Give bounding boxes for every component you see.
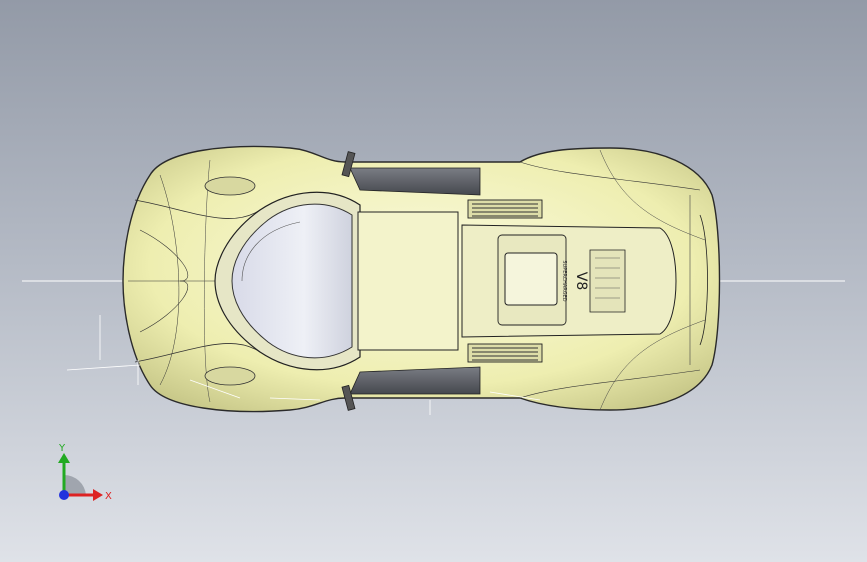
y-axis-arrow xyxy=(58,453,70,463)
engine-intake xyxy=(504,252,558,306)
triad-plane xyxy=(64,474,86,495)
side-vent-top xyxy=(467,199,543,219)
side-panel-top xyxy=(349,167,481,196)
engine-cover[interactable] xyxy=(461,224,677,338)
rear-grille xyxy=(699,214,708,346)
windshield-glass[interactable] xyxy=(231,203,353,359)
hood-line-6 xyxy=(159,174,180,386)
rear-louver-housing xyxy=(589,249,626,313)
hood-line-1 xyxy=(134,199,261,219)
roof-panel[interactable] xyxy=(357,211,459,351)
rear-diag-1 xyxy=(599,149,706,241)
front-intake-left xyxy=(204,176,256,196)
rear-louver-lines xyxy=(595,257,620,299)
sketch-lines xyxy=(66,315,541,415)
x-axis-label: X xyxy=(105,491,112,502)
x-axis-arrow xyxy=(93,489,103,501)
engine-badge: V8 xyxy=(573,272,589,290)
y-axis-label: Y xyxy=(58,443,66,454)
rear-haunch-bottom xyxy=(519,369,701,399)
z-axis-dot xyxy=(59,490,69,500)
hood-line-7 xyxy=(203,159,211,403)
orientation-triad[interactable]: Y X xyxy=(45,437,125,512)
hood-line-2 xyxy=(134,343,261,363)
rear-haunch-top xyxy=(519,161,701,191)
hood-line-3 xyxy=(139,229,189,282)
side-vent-bottom xyxy=(467,343,543,363)
hood-line-4 xyxy=(139,280,189,333)
front-intake-right xyxy=(204,366,256,386)
mirror-left xyxy=(341,151,356,178)
mirror-right xyxy=(341,384,356,411)
side-panel-bottom xyxy=(349,366,481,395)
rear-diag-2 xyxy=(599,319,706,411)
windshield-inner xyxy=(241,221,301,282)
engine-cover-label: SUPERCHARGED xyxy=(561,260,567,301)
